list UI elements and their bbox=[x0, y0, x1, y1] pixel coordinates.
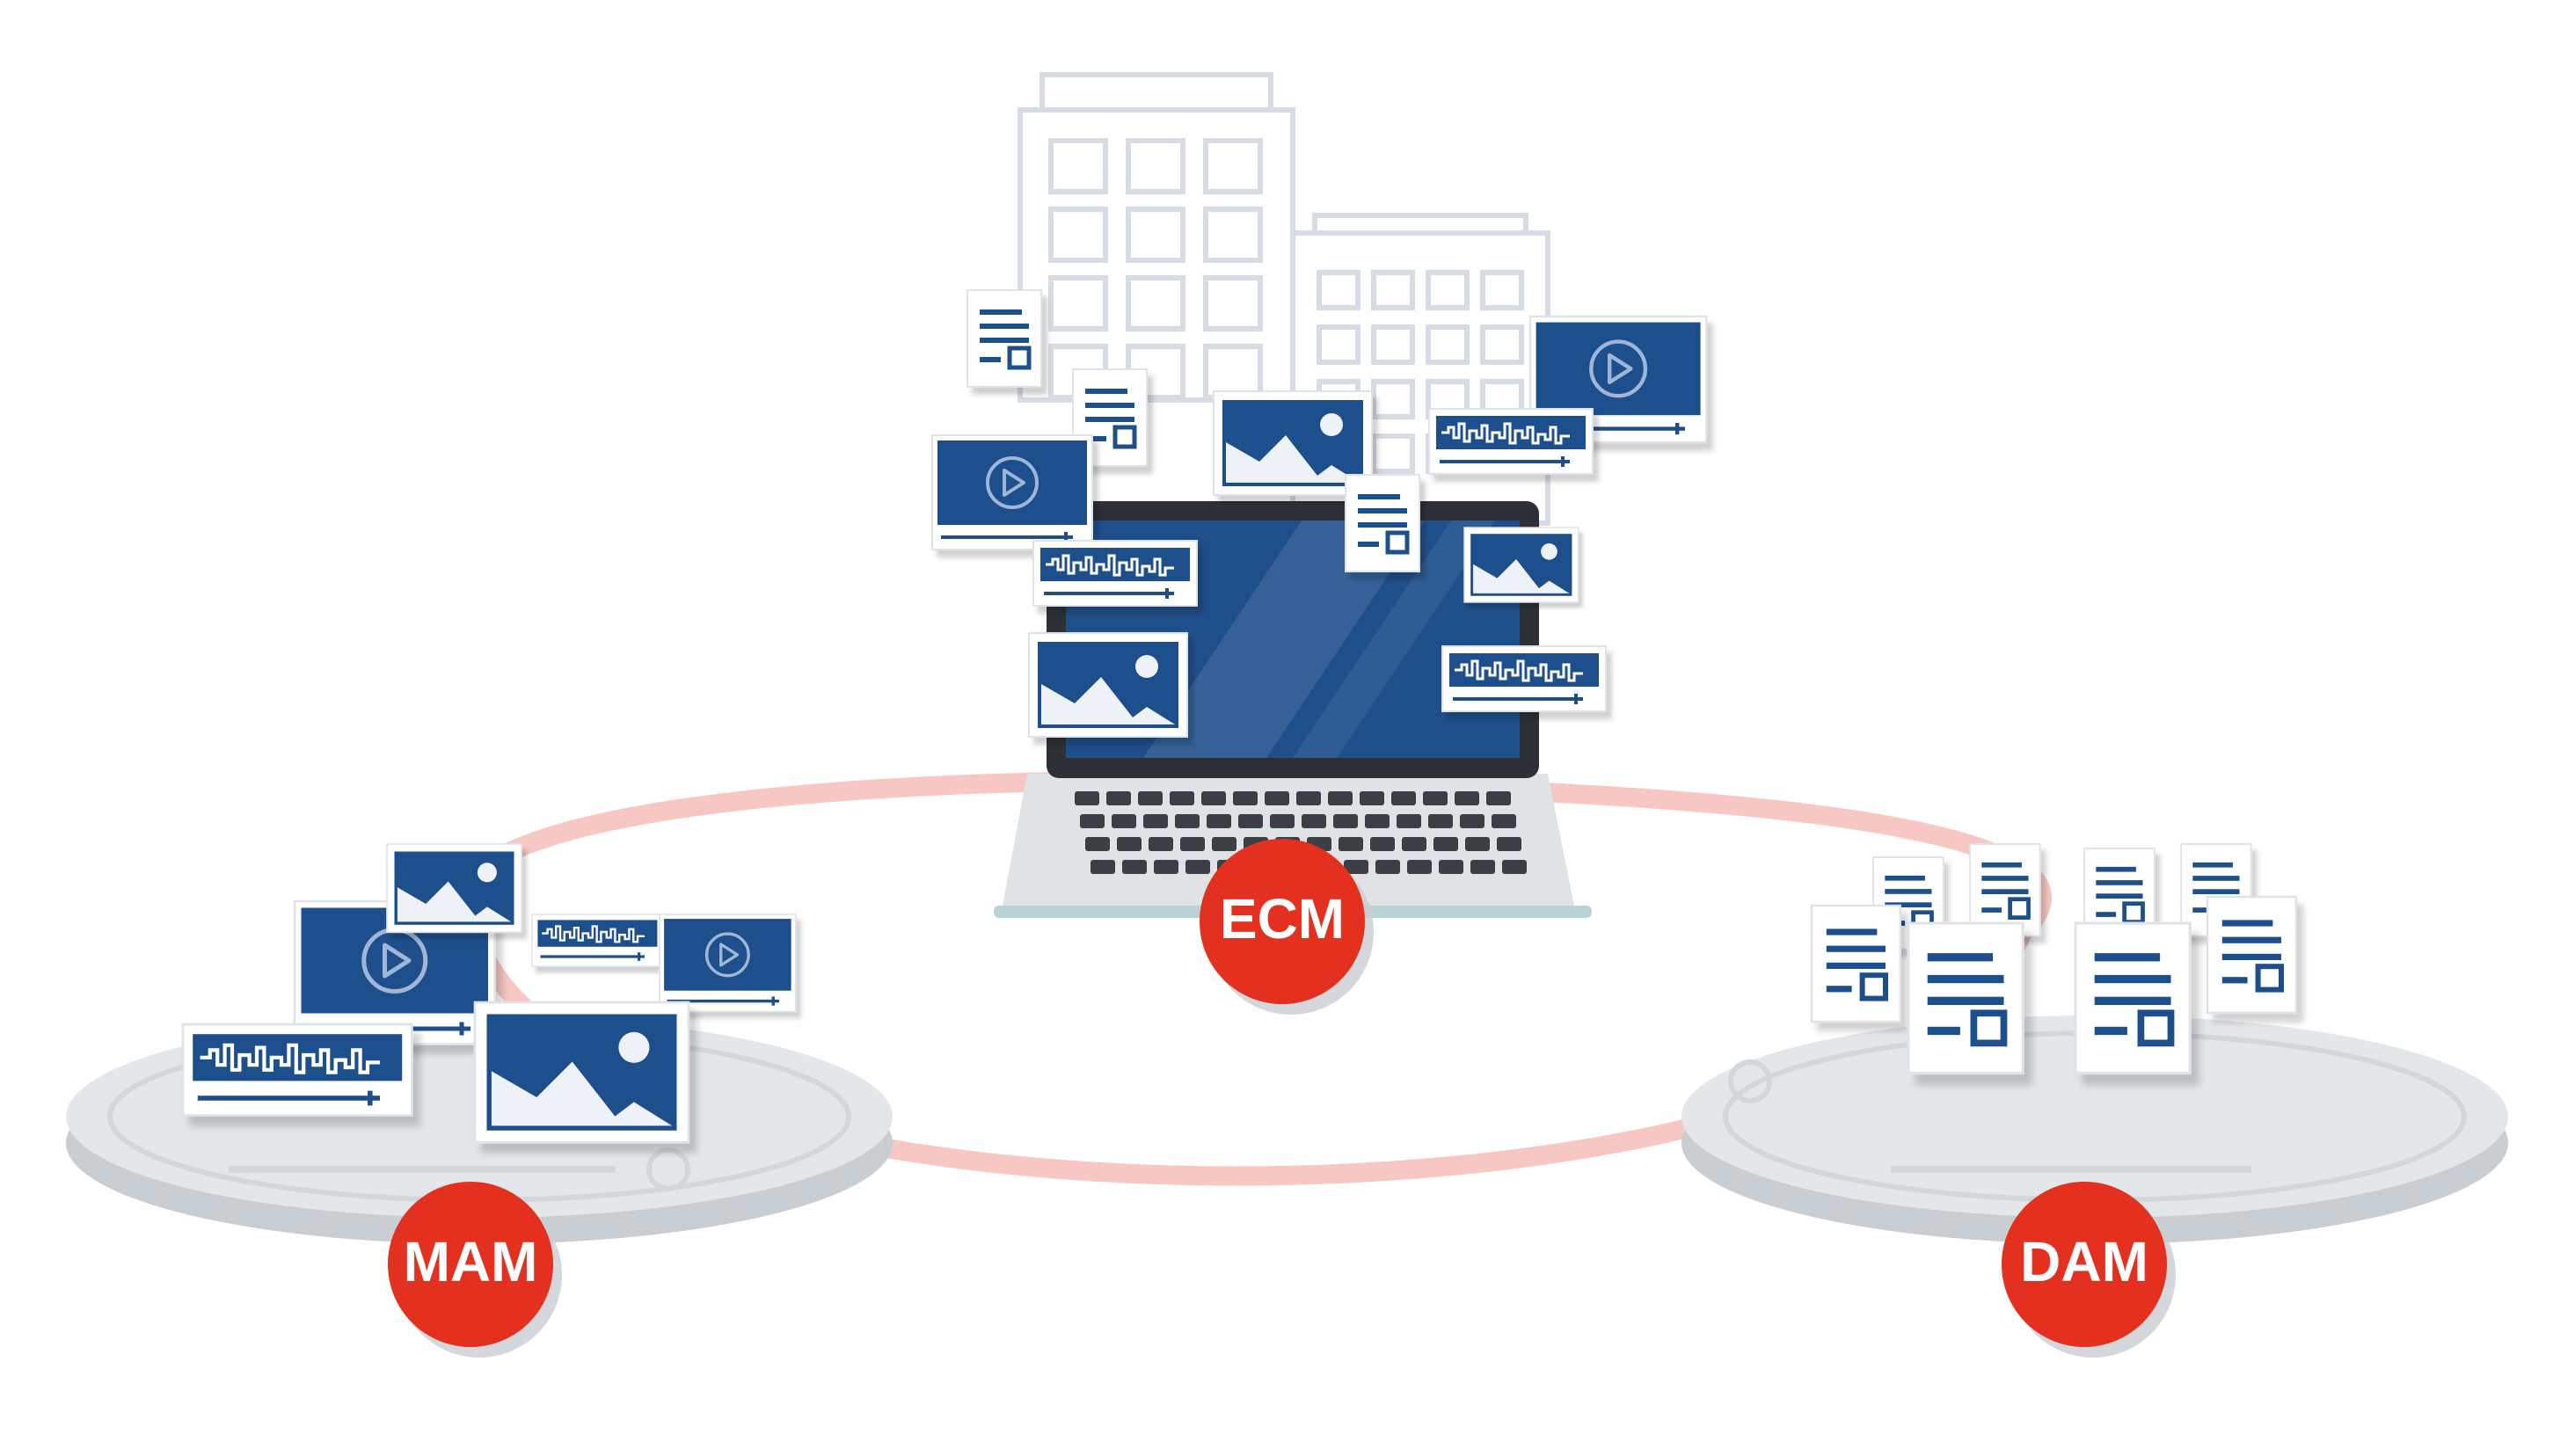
keyboard-key bbox=[1106, 791, 1131, 805]
building-window bbox=[1126, 207, 1185, 263]
keyboard-key bbox=[1201, 791, 1226, 805]
keyboard-key bbox=[1439, 860, 1463, 874]
keyboard-key bbox=[1238, 814, 1263, 828]
building-window bbox=[1126, 138, 1185, 194]
video-icon bbox=[658, 913, 798, 1014]
building-window bbox=[1371, 433, 1415, 474]
keyboard-key bbox=[1117, 837, 1142, 851]
keyboard-key bbox=[1233, 791, 1258, 805]
keyboard-key bbox=[1360, 791, 1384, 805]
building-window bbox=[1480, 270, 1524, 310]
keyboard-key bbox=[1370, 837, 1395, 851]
keyboard-key bbox=[1085, 837, 1110, 851]
keyboard-key bbox=[1423, 791, 1448, 805]
building-window bbox=[1426, 324, 1470, 365]
image-icon bbox=[473, 1001, 690, 1144]
image-icon bbox=[1028, 632, 1188, 738]
keyboard-key bbox=[1265, 791, 1289, 805]
keyboard-key bbox=[1333, 814, 1358, 828]
keyboard-key bbox=[1180, 837, 1205, 851]
building-window bbox=[1203, 207, 1263, 263]
keyboard-key bbox=[1428, 814, 1453, 828]
audio-waveform-icon bbox=[1427, 407, 1594, 476]
keyboard-key bbox=[1122, 860, 1147, 874]
keyboard-key bbox=[1502, 860, 1527, 874]
keyboard-key bbox=[1185, 860, 1210, 874]
keyboard-key bbox=[1091, 860, 1115, 874]
building-window bbox=[1317, 324, 1360, 365]
document-icon bbox=[967, 290, 1041, 387]
connection-ring bbox=[453, 770, 2052, 1186]
keyboard-key bbox=[1460, 814, 1484, 828]
document-icon bbox=[2075, 923, 2190, 1074]
audio-waveform-icon bbox=[1032, 539, 1199, 608]
building-window bbox=[1371, 379, 1415, 419]
audio-waveform-icon bbox=[530, 913, 664, 968]
image-icon bbox=[386, 843, 522, 934]
building-window bbox=[1126, 275, 1185, 331]
keyboard-key bbox=[1375, 860, 1400, 874]
keyboard-key bbox=[1365, 814, 1390, 828]
ecm-label: ECM bbox=[1220, 887, 1345, 950]
keyboard-key bbox=[1270, 814, 1295, 828]
building-window bbox=[1371, 324, 1415, 365]
document-icon bbox=[1346, 475, 1419, 571]
keyboard-key bbox=[1328, 791, 1353, 805]
keyboard-key bbox=[1465, 837, 1490, 851]
keyboard-key bbox=[1302, 814, 1326, 828]
audio-waveform-icon bbox=[1441, 644, 1608, 713]
keyboard-key bbox=[1075, 791, 1099, 805]
mam-badge: MAM bbox=[388, 1182, 562, 1358]
keyboard-key bbox=[1339, 837, 1363, 851]
keyboard-key bbox=[1143, 814, 1168, 828]
building-window bbox=[1203, 275, 1263, 331]
image-icon bbox=[1463, 527, 1579, 603]
building-window bbox=[1317, 270, 1360, 310]
keyboard-key bbox=[1207, 814, 1231, 828]
keyboard-key bbox=[1497, 837, 1521, 851]
keyboard-key bbox=[1344, 860, 1368, 874]
keyboard-key bbox=[1492, 814, 1516, 828]
document-icon bbox=[2207, 897, 2296, 1013]
building-window bbox=[1426, 270, 1470, 310]
video-icon bbox=[930, 433, 1094, 551]
dam-label: DAM bbox=[2020, 1230, 2148, 1293]
keyboard-key bbox=[1486, 791, 1511, 805]
building-window bbox=[1371, 270, 1415, 310]
keyboard-key bbox=[1138, 791, 1163, 805]
keyboard-key bbox=[1212, 837, 1236, 851]
keyboard-key bbox=[1391, 791, 1416, 805]
building-window bbox=[1203, 344, 1263, 400]
dam-badge: DAM bbox=[2002, 1182, 2176, 1358]
document-icon bbox=[1812, 906, 1900, 1022]
mam-label: MAM bbox=[404, 1230, 538, 1293]
keyboard-key bbox=[1080, 814, 1105, 828]
keyboard-key bbox=[1407, 860, 1432, 874]
keyboard-key bbox=[1149, 837, 1173, 851]
keyboard-key bbox=[1154, 860, 1178, 874]
document-icon bbox=[1908, 923, 2023, 1074]
building-window bbox=[1048, 138, 1108, 194]
ecm-badge: ECM bbox=[1200, 839, 1374, 1015]
building-window bbox=[1203, 138, 1263, 194]
keyboard-key bbox=[1455, 791, 1479, 805]
keyboard-key bbox=[1433, 837, 1458, 851]
building-window bbox=[1048, 207, 1108, 263]
keyboard-key bbox=[1296, 791, 1321, 805]
keyboard-key bbox=[1397, 814, 1421, 828]
building-window bbox=[1480, 324, 1524, 365]
audio-waveform-icon bbox=[183, 1024, 412, 1116]
keyboard-key bbox=[1112, 814, 1136, 828]
keyboard-key bbox=[1402, 837, 1426, 851]
building-window bbox=[1048, 275, 1108, 331]
keyboard-key bbox=[1170, 791, 1194, 805]
keyboard-key bbox=[1470, 860, 1495, 874]
keyboard-key bbox=[1175, 814, 1200, 828]
